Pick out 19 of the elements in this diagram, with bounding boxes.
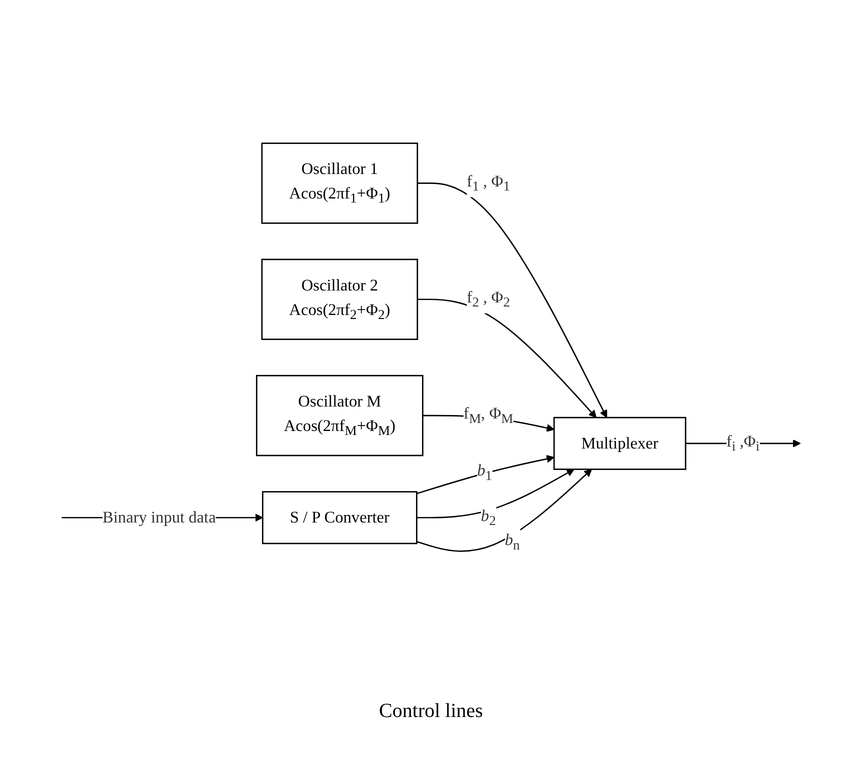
node-box: Multiplexer bbox=[553, 417, 686, 470]
arrow bbox=[417, 299, 597, 418]
arrow bbox=[416, 455, 554, 495]
edge-label: b$_{n}$ bbox=[504, 530, 520, 554]
edge-label: b$_{1}$ bbox=[477, 461, 492, 484]
node-box: Oscillator 1 Acos(2πf$_{1}$+Φ$_{1}$) bbox=[261, 142, 418, 224]
note-text: Control lines bbox=[379, 700, 483, 722]
node-box: S / P Converter bbox=[262, 491, 418, 544]
edge-label: f$_{1}$ , Φ$_{1}$ bbox=[466, 172, 510, 194]
arrow bbox=[416, 469, 574, 519]
edge-label: f$_{M}$, Φ$_{M}$ bbox=[464, 404, 514, 427]
edge-label: Binary input data bbox=[102, 508, 216, 527]
arrow bbox=[417, 182, 608, 418]
node-box: Oscillator 2 Acos(2πf$_{2}$+Φ$_{2}$) bbox=[261, 259, 418, 340]
edge-label: f$_{i}$ ,Φ$_{i}$ bbox=[726, 432, 760, 455]
arrow bbox=[416, 469, 592, 552]
node-box: Oscillator M Acos(2πf$_{M}$+Φ$_{M}$) bbox=[256, 375, 424, 456]
edge-label: b$_{2}$ bbox=[480, 506, 496, 529]
edge-label: f$_{2}$ , Φ$_{2}$ bbox=[466, 288, 510, 311]
